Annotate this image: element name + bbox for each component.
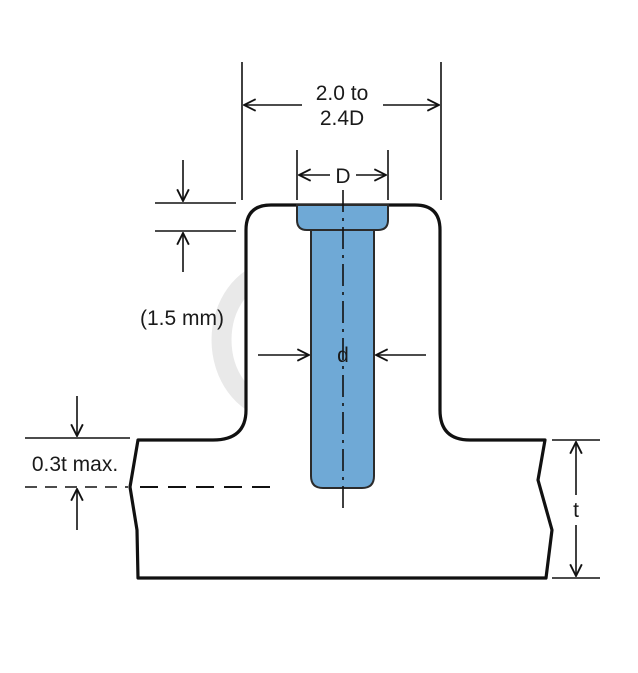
depth-limit-label: 0.3t max.	[32, 453, 118, 476]
shank-diameter-label: d	[337, 344, 349, 367]
thickness-dimension: t	[552, 439, 600, 579]
head-diameter-dimension: D	[296, 150, 389, 200]
head-offset-dimension: (1.5 mm)	[140, 160, 236, 330]
overall-width-label-line1: 2.0 to	[316, 82, 369, 105]
head-offset-label: (1.5 mm)	[140, 307, 224, 330]
shank-diameter-dimension: d	[258, 344, 426, 367]
overall-width-dimension: 2.0 to 2.4D	[241, 62, 442, 200]
fastener-head	[296, 204, 389, 231]
depth-limit-dimension: 0.3t max.	[25, 396, 130, 530]
overall-width-label-line2: 2.4D	[320, 107, 364, 130]
thickness-label: t	[573, 499, 579, 522]
head-diameter-label: D	[335, 165, 350, 188]
